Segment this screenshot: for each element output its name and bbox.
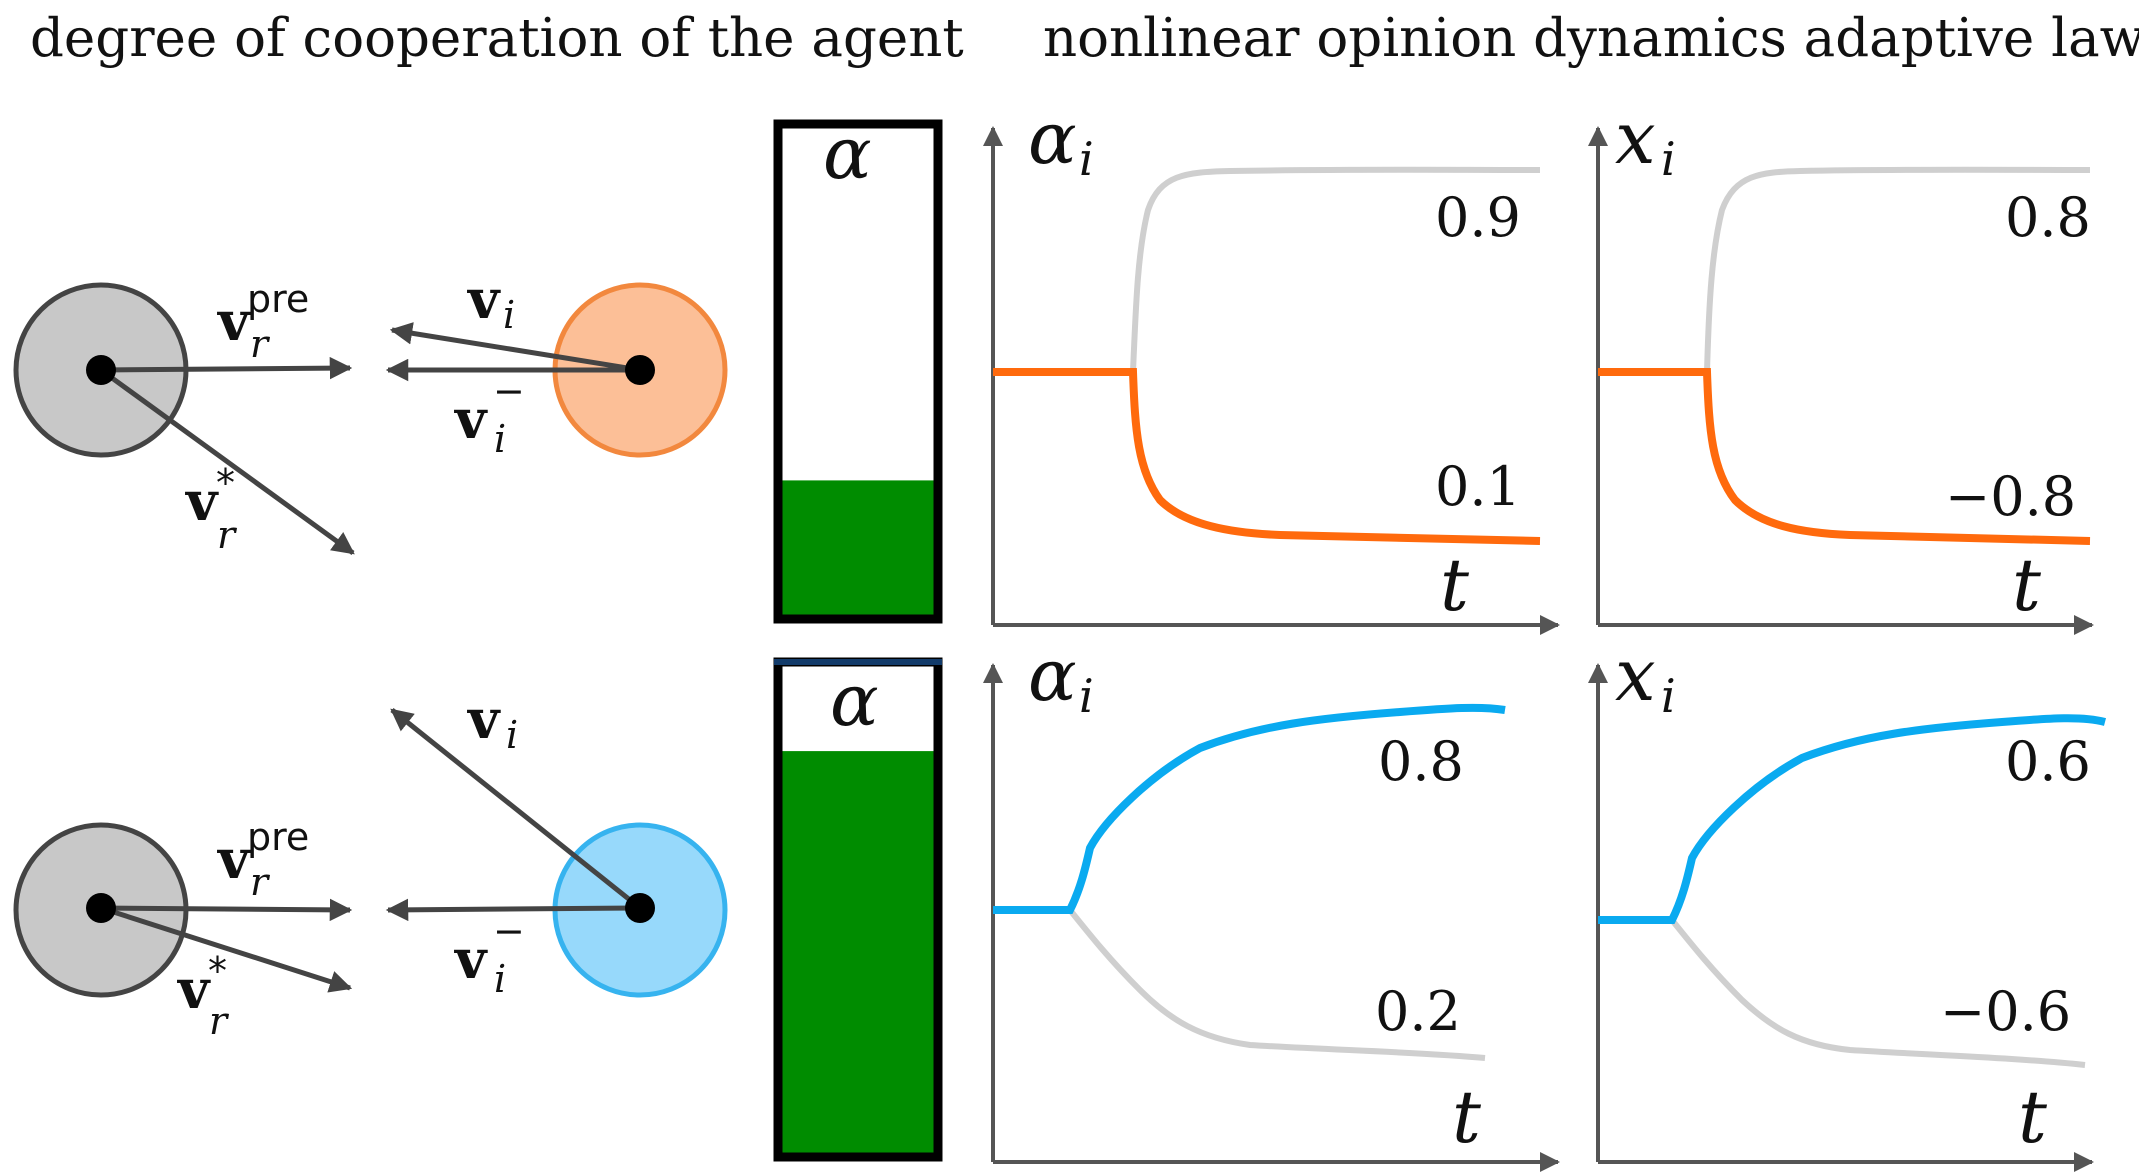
- svg-text:α: α: [1028, 633, 1077, 717]
- alpha-bar-fill: [778, 480, 938, 619]
- x-i-axis-label: x i: [1615, 633, 1676, 723]
- svg-text:v: v: [454, 387, 488, 451]
- svg-text:i: i: [1079, 669, 1094, 723]
- svg-text:v: v: [467, 267, 501, 331]
- x-i-upper-value: 0.8: [2005, 186, 2091, 249]
- label-v-i-minus: v − i: [454, 369, 525, 461]
- alpha-bar-label: α: [830, 658, 879, 742]
- v-r-pre-arrow: [100, 898, 353, 922]
- agent-center-dot: [625, 893, 655, 923]
- svg-text:i: i: [506, 713, 518, 757]
- svg-text:pre: pre: [247, 815, 309, 859]
- v-r-star-arrow: [100, 905, 353, 993]
- svg-text:r: r: [250, 860, 271, 904]
- svg-text:i: i: [1079, 132, 1094, 186]
- label-v-r-star: v * r: [177, 949, 230, 1043]
- svg-text:r: r: [250, 322, 271, 366]
- v-i-arrow: [390, 708, 642, 910]
- v-i-arrow: [389, 322, 641, 373]
- x-i-upper-value: 0.6: [2005, 730, 2091, 793]
- x-i-plot: x i t 0.6 −0.6: [1588, 633, 2107, 1172]
- svg-text:*: *: [208, 949, 227, 993]
- svg-text:pre: pre: [247, 277, 309, 321]
- x-i-lower-value: −0.8: [1945, 465, 2076, 528]
- label-v-r-pre: v pre r: [217, 815, 309, 904]
- svg-text:−: −: [493, 369, 525, 413]
- alpha-i-lower-value: 0.2: [1375, 980, 1461, 1043]
- t-axis-label: t: [1440, 543, 1470, 627]
- svg-text:α: α: [1028, 96, 1077, 180]
- svg-text:x: x: [1615, 633, 1656, 717]
- alpha-i-upper-value: 0.8: [1378, 730, 1464, 793]
- alpha-i-plot: α i t 0.9 0.1: [983, 96, 1560, 635]
- alpha-i-lower-branch: [993, 368, 1541, 545]
- svg-text:i: i: [1661, 132, 1676, 186]
- x-i-lower-branch: [1669, 918, 2086, 1068]
- svg-text:i: i: [503, 293, 515, 337]
- t-axis-label: t: [2012, 543, 2042, 627]
- x-i-plot: x i t 0.8 −0.8: [1588, 96, 2094, 635]
- svg-text:v: v: [177, 957, 211, 1021]
- label-v-r-star: v * r: [185, 461, 238, 557]
- alpha-i-axis-label: α i: [1028, 96, 1094, 186]
- svg-text:r: r: [209, 999, 230, 1043]
- scene-row-2: v pre r v * r v i v − i α: [13, 633, 2107, 1172]
- scene-row-1: v pre r v * r v i v − i α α: [13, 96, 2094, 635]
- alpha-i-lower-branch: [1067, 908, 1486, 1061]
- alpha-bar-label: α: [823, 111, 872, 195]
- alpha-bar-fill: [778, 751, 938, 1157]
- alpha-bar-frame: [773, 119, 943, 624]
- svg-text:r: r: [217, 513, 238, 557]
- label-v-r-pre: v pre r: [217, 277, 309, 366]
- alpha-i-upper-value: 0.9: [1435, 186, 1521, 249]
- svg-text:i: i: [494, 417, 506, 461]
- svg-text:x: x: [1615, 96, 1656, 180]
- svg-text:v: v: [217, 289, 251, 353]
- robot-center-dot: [86, 893, 116, 923]
- v-r-pre-arrow: [100, 356, 353, 380]
- svg-text:v: v: [454, 927, 488, 991]
- header-right: nonlinear opinion dynamics adaptive law: [1043, 8, 2139, 69]
- robot-center-dot: [86, 355, 116, 385]
- svg-text:−: −: [493, 909, 525, 953]
- label-v-i: v i: [467, 687, 518, 757]
- alpha-i-upper-branch: [1130, 166, 1541, 373]
- svg-text:v: v: [467, 687, 501, 751]
- x-i-upper-branch: [1704, 166, 2091, 373]
- agent-center-dot: [625, 355, 655, 385]
- x-i-upper-branch: [1598, 714, 2107, 924]
- t-axis-label: t: [2018, 1075, 2048, 1159]
- label-v-i: v i: [467, 267, 515, 337]
- x-i-lower-branch: [1598, 368, 2091, 545]
- alpha-i-lower-value: 0.1: [1435, 455, 1521, 518]
- svg-text:*: *: [216, 461, 235, 505]
- v-r-star-arrow: [99, 367, 355, 556]
- v-i-minus-arrow: [385, 898, 641, 922]
- header-left: degree of cooperation of the agent: [30, 8, 964, 69]
- t-axis-label: t: [1452, 1075, 1482, 1159]
- svg-text:i: i: [494, 957, 506, 1001]
- label-v-i-minus: v − i: [454, 909, 525, 1001]
- x-i-lower-value: −0.6: [1940, 980, 2071, 1043]
- alpha-i-upper-branch: [993, 703, 1506, 914]
- svg-text:v: v: [185, 469, 219, 533]
- svg-text:v: v: [217, 827, 251, 891]
- alpha-i-axis-label: α i: [1028, 633, 1094, 723]
- svg-text:i: i: [1661, 669, 1676, 723]
- alpha-i-plot: α i t 0.8 0.2: [983, 633, 1560, 1172]
- x-i-axis-label: x i: [1615, 96, 1676, 186]
